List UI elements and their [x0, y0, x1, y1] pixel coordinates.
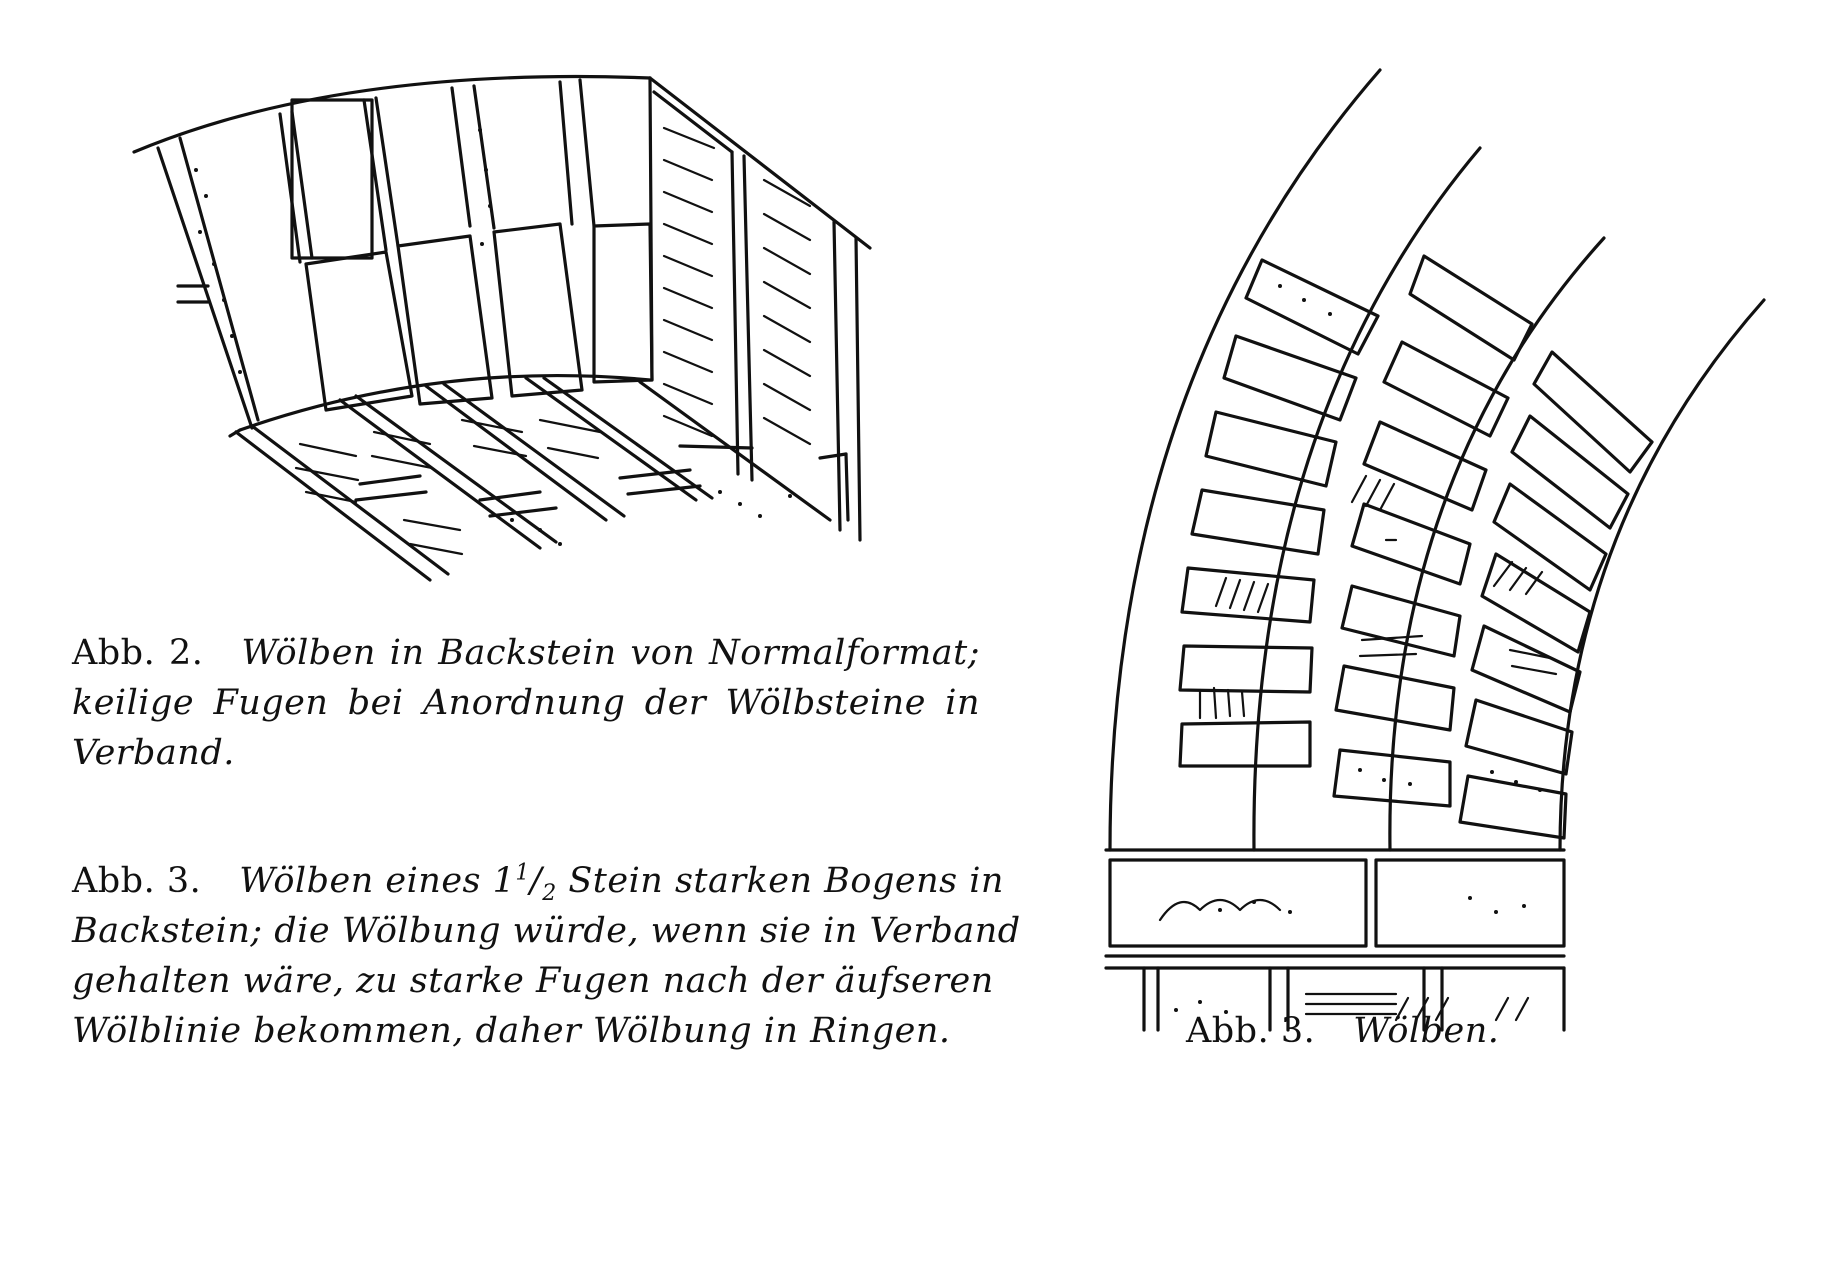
floor-joint [488, 506, 558, 518]
figure-2-caption-line: keilige Fugen bei Anordnung der Wölbstei… [72, 683, 980, 723]
voussoir-texture [1158, 474, 1558, 1022]
wall-course [832, 220, 842, 532]
arch-intrados [1558, 298, 1766, 852]
vault-top-edge [132, 74, 652, 154]
floor-hatching [294, 418, 602, 556]
vault-left-edge [156, 146, 254, 430]
fraction-slash: / [529, 861, 543, 901]
vault-joint [290, 110, 314, 260]
voussoir [1464, 698, 1574, 776]
fraction-numerator: 1 [515, 860, 530, 886]
vault-bottom-edge [238, 373, 652, 432]
figure-3-title: Wölben. [1353, 1011, 1500, 1051]
arch-ring-joint [1252, 146, 1482, 852]
vault-joint [578, 78, 596, 228]
figure-3-text-part: Wölben eines 1 [239, 861, 516, 901]
wall-hatching [762, 178, 812, 446]
base-brick [1374, 858, 1566, 948]
vault-brick [396, 234, 494, 406]
figure-3-description-line: Wölblinie bekommen, daher Wölbung in Rin… [72, 1011, 951, 1051]
voussoir-stippling [1174, 284, 1542, 1014]
vault-brick [290, 98, 374, 260]
vault-right-top-edge [648, 76, 872, 250]
floor-joint [626, 484, 702, 496]
floor-joint [354, 394, 558, 544]
floor-joint [818, 452, 848, 460]
vault-joint [374, 96, 400, 248]
figure-3-description-line: Backstein; die Wölbung würde, wenn sie i… [72, 911, 1021, 951]
voussoir [1180, 566, 1316, 624]
voussoir [1510, 414, 1630, 530]
fraction-denominator: 2 [542, 881, 557, 906]
floor-joint [442, 382, 626, 518]
wall-hatching [662, 126, 716, 438]
voussoir [1244, 258, 1380, 356]
voussoir [1334, 664, 1456, 732]
voussoir [1492, 482, 1608, 592]
arch-extrados [1108, 68, 1382, 852]
vault-joint [178, 136, 260, 422]
figure-2-caption-line: Wölben in Backstein von Normalformat; [241, 633, 980, 673]
arch-rings-drawing [1104, 68, 1766, 1032]
figure-3-description: Abb. 3. Wölben eines 11/2 Stein starken B… [72, 856, 1021, 1056]
voussoir [1190, 488, 1326, 556]
base-brick [1108, 858, 1368, 948]
voussoir [1178, 720, 1312, 768]
voussoir [1532, 350, 1654, 474]
vault-perspective-drawing [132, 74, 872, 582]
voussoir [1350, 502, 1472, 586]
voussoir [1178, 644, 1314, 694]
floor-joint [618, 468, 692, 480]
figure-3-description-label: Abb. 3. [72, 861, 202, 901]
voussoir [1408, 254, 1534, 362]
vault-joint [450, 86, 472, 228]
wall-course [652, 90, 734, 154]
voussoir [1362, 420, 1488, 512]
voussoir [1382, 340, 1510, 438]
figure-2-caption-line: Verband. [72, 733, 235, 773]
figure-3-description-line: Wölben eines 11/2 Stein starken Bogens i… [239, 860, 1004, 905]
wall-course [742, 154, 754, 482]
floor-joint [354, 490, 428, 502]
voussoir [1222, 334, 1358, 422]
voussoir [1332, 748, 1452, 808]
voussoir [1204, 410, 1338, 488]
figure-3-caption: Abb. 3. Wölben. [1186, 1006, 1606, 1056]
brick-stippling [194, 128, 792, 546]
voussoir [1480, 552, 1592, 654]
vault-joint [362, 98, 388, 252]
floor-joint [844, 452, 850, 522]
floor-joint [358, 474, 422, 486]
vault-brick [304, 250, 414, 412]
wall-course [678, 444, 754, 450]
arch-ring-joint-2 [1388, 236, 1606, 852]
wall-course [854, 236, 862, 542]
voussoir [1458, 774, 1568, 840]
vault-brick [492, 222, 584, 398]
vault-joint [558, 80, 574, 226]
vault-joint [278, 112, 302, 264]
figure-3-label: Abb. 3. [1186, 1011, 1316, 1051]
figure-3-text-part: Stein starken Bogens in [556, 861, 1004, 901]
figure-2-label: Abb. 2. [72, 633, 204, 673]
floor-joint [478, 490, 542, 502]
vault-brick [592, 222, 654, 384]
wall-course [730, 150, 740, 476]
floor-joint [542, 376, 714, 500]
floor-joint [338, 398, 542, 550]
floor-joint [234, 430, 432, 582]
floor-joint [524, 376, 698, 502]
figure-3-description-line: gehalten wäre, zu starke Fugen nach der … [72, 961, 994, 1001]
figure-2-caption: Abb. 2. Wölben in Backstein von Normalfor… [72, 628, 980, 778]
voussoir [1340, 584, 1462, 658]
floor-joint [638, 380, 832, 522]
